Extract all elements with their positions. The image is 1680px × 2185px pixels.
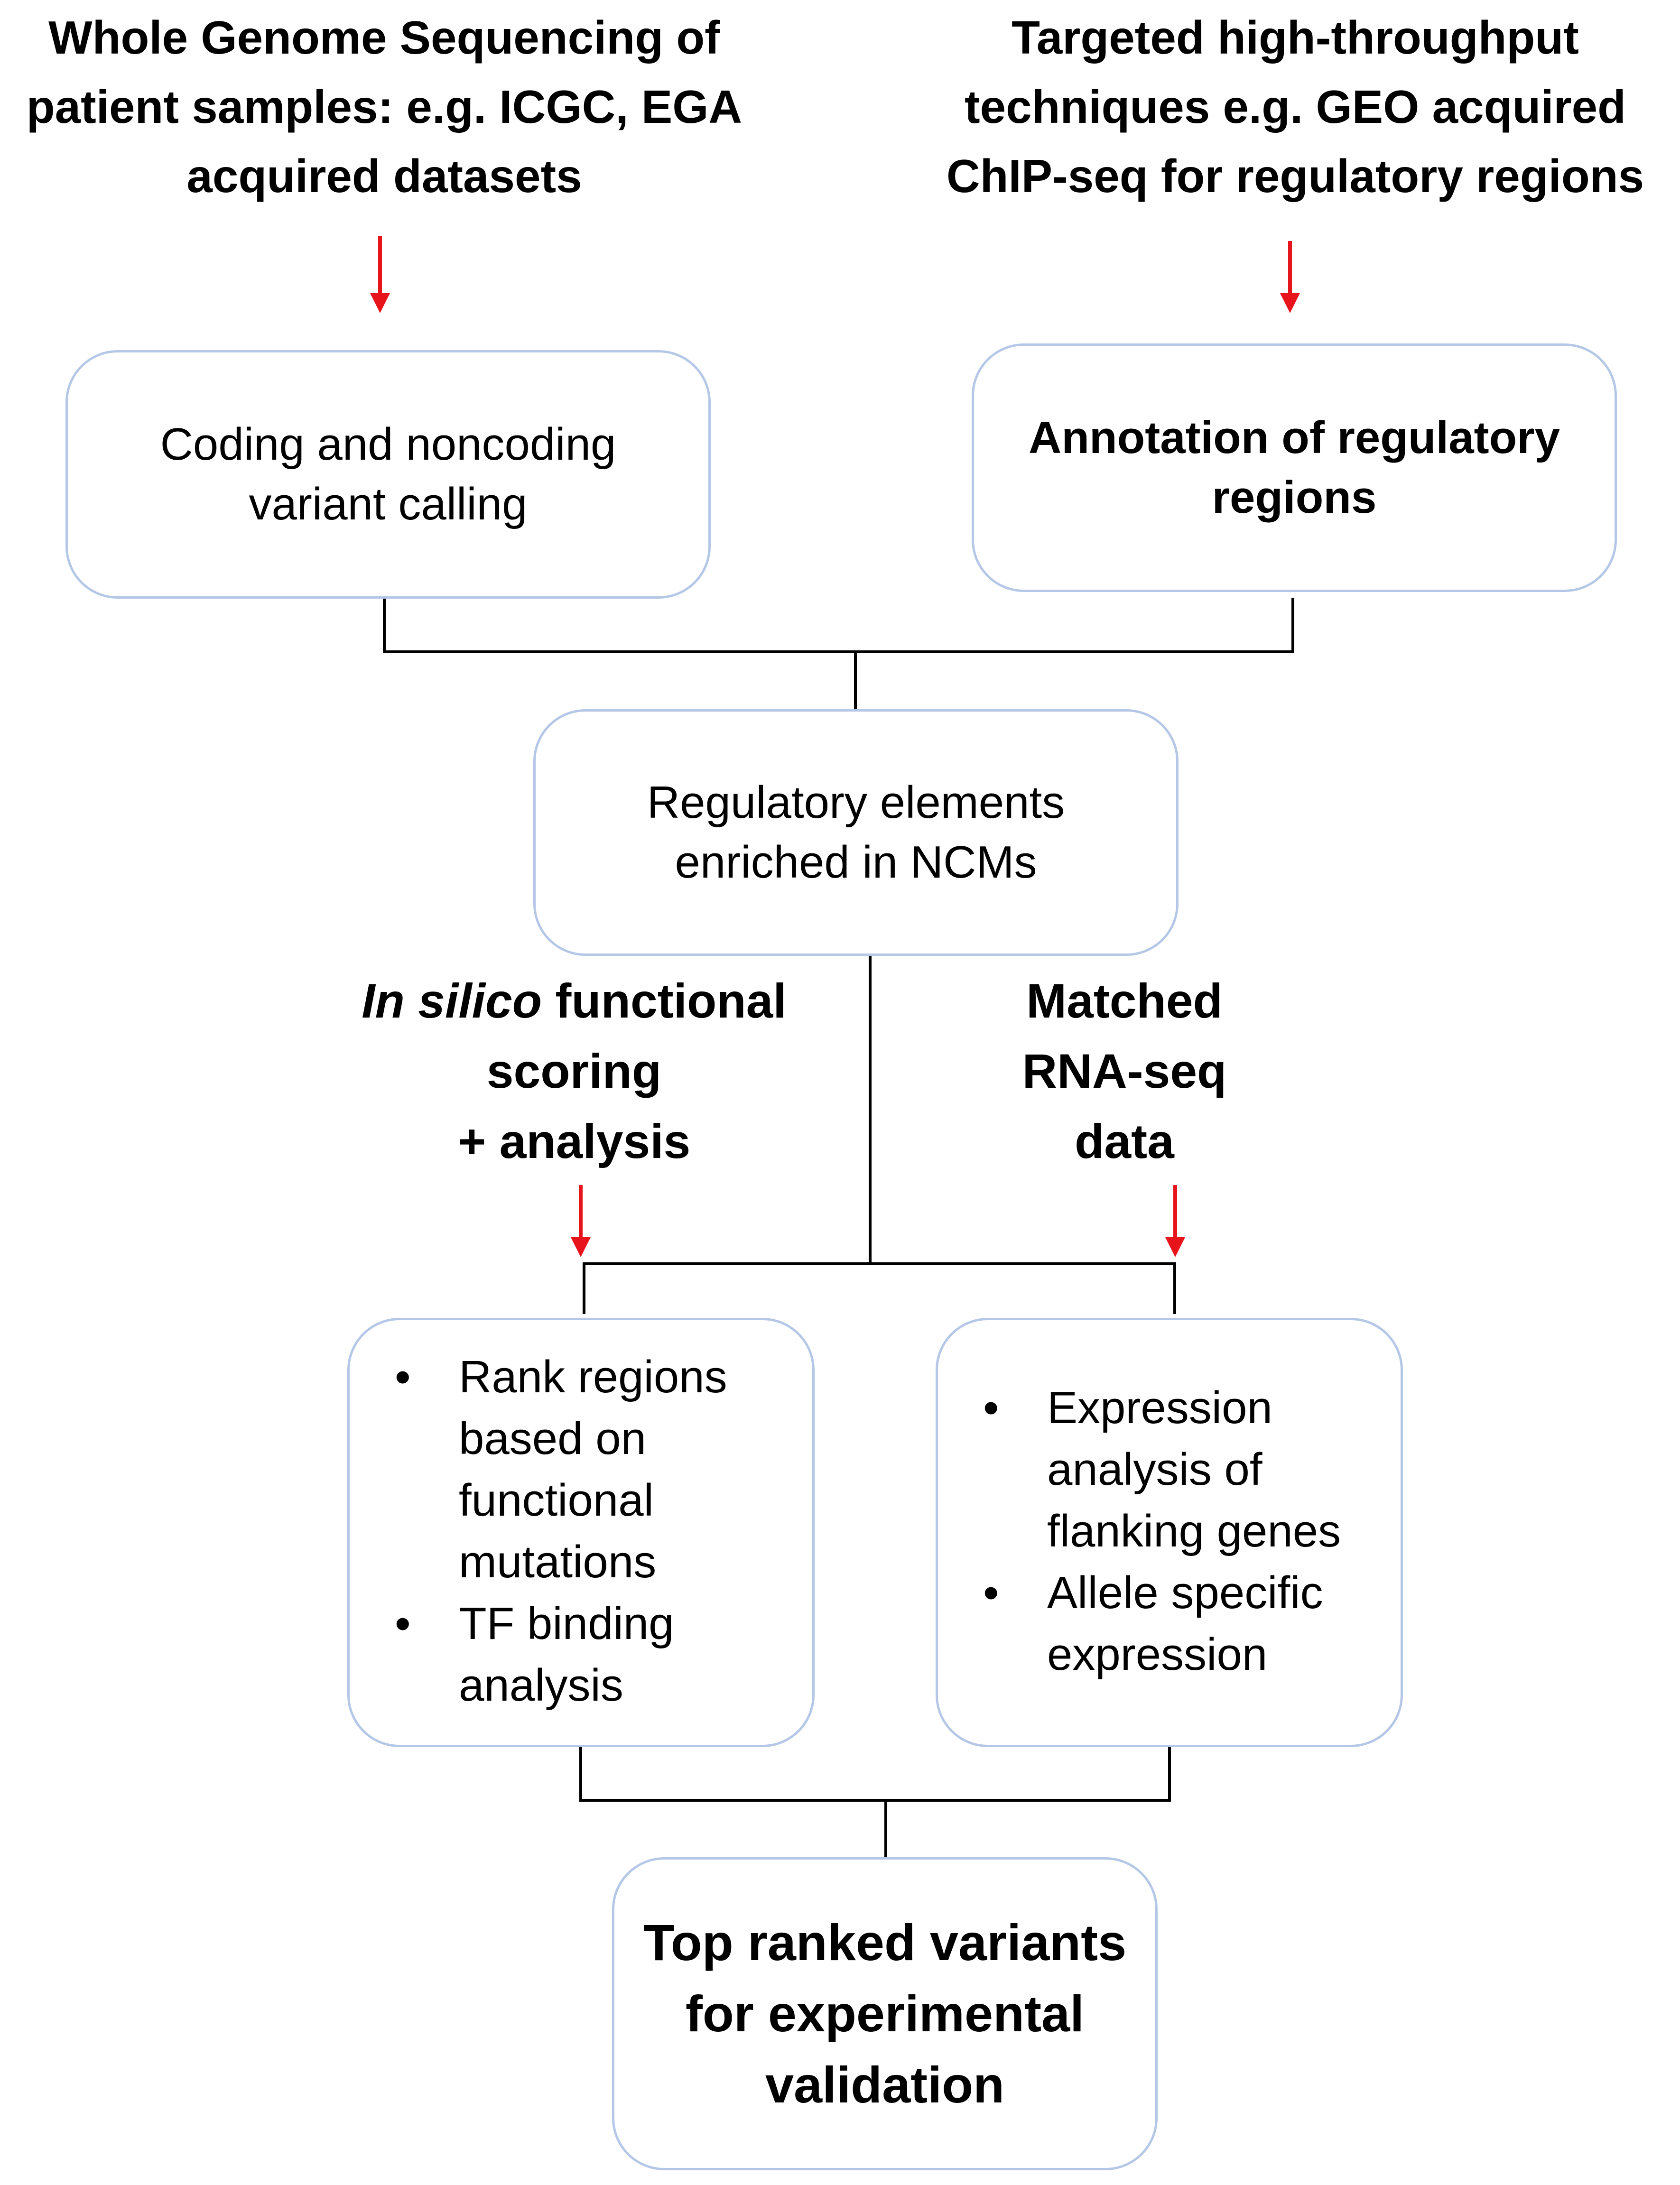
box-regulatory-elements: Regulatory elements enriched in NCMs xyxy=(533,709,1179,956)
list-item-line: analysis of xyxy=(1047,1444,1262,1495)
arrow-right-top xyxy=(1280,241,1300,313)
list-item-line: mutations xyxy=(459,1537,657,1587)
bullet-icon: • xyxy=(395,1352,411,1402)
box-line: Annotation of regulatory xyxy=(1029,412,1560,463)
list-item: • Expression analysis of flanking genes xyxy=(938,1377,1341,1562)
heading-wgs-line: acquired datasets xyxy=(186,150,582,202)
bullet-icon: • xyxy=(983,1382,999,1433)
box-functional-analysis: • Rank regions based on functional mutat… xyxy=(347,1318,815,1747)
list-item: • Allele specific expression xyxy=(938,1562,1341,1685)
list-item-line: analysis xyxy=(459,1660,623,1711)
heading-targeted-line: techniques e.g. GEO acquired xyxy=(964,81,1626,133)
bullet-icon: • xyxy=(395,1598,411,1649)
connector-lines xyxy=(383,598,1294,1857)
list-item-line: Rank regions xyxy=(459,1352,727,1402)
list-item-line: Expression xyxy=(1047,1382,1272,1433)
functional-list: • Rank regions based on functional mutat… xyxy=(350,1346,727,1716)
box-variant-calling-text: Coding and noncoding variant calling xyxy=(160,415,616,534)
heading-wgs-line: patient samples: e.g. ICGC, EGA xyxy=(26,81,743,133)
box-line: regions xyxy=(1212,472,1377,523)
list-item-line: based on xyxy=(459,1413,647,1464)
list-item-line: functional xyxy=(459,1475,654,1526)
label-rna-seq-line: RNA-seq xyxy=(1022,1044,1227,1098)
heading-wgs: Whole Genome Sequencing of patient sampl… xyxy=(0,3,769,211)
box-line: Regulatory elements xyxy=(647,777,1065,828)
heading-targeted: Targeted high-throughput techniques e.g.… xyxy=(911,3,1680,211)
list-item: • Rank regions based on functional mutat… xyxy=(350,1346,727,1593)
merge-connector-bottom xyxy=(579,1747,1171,1802)
box-top-ranked-variants: Top ranked variants for experimental val… xyxy=(612,1857,1158,2170)
label-rna-seq: Matched RNA-seq data xyxy=(935,966,1314,1176)
heading-targeted-line: ChIP-seq for regulatory regions xyxy=(946,150,1644,202)
box-line: validation xyxy=(765,2056,1005,2113)
expression-list: • Expression analysis of flanking genes … xyxy=(938,1377,1341,1685)
arrow-in-silico xyxy=(571,1185,591,1257)
list-item-line: TF binding xyxy=(459,1598,674,1649)
heading-wgs-line: Whole Genome Sequencing of xyxy=(48,11,720,64)
arrow-rna-seq xyxy=(1165,1185,1185,1257)
box-annotation: Annotation of regulatory regions xyxy=(972,343,1617,592)
box-line: Coding and noncoding xyxy=(160,419,616,470)
list-item-line: Allele specific xyxy=(1047,1567,1323,1618)
label-in-silico: In silico functional scoring + analysis xyxy=(266,966,882,1176)
label-in-silico-line1: In silico functional xyxy=(266,966,882,1036)
box-line: for experimental xyxy=(685,1985,1085,2042)
split-connector xyxy=(583,1262,1176,1314)
label-in-silico-rest: functional xyxy=(555,974,787,1028)
heading-targeted-line: Targeted high-throughput xyxy=(1012,11,1579,64)
list-item-line: expression xyxy=(1047,1629,1268,1680)
box-variant-calling: Coding and noncoding variant calling xyxy=(65,350,711,599)
box-line: enriched in NCMs xyxy=(675,837,1037,888)
label-rna-seq-line: Matched xyxy=(1026,974,1223,1028)
red-arrows xyxy=(370,236,1300,1257)
box-regulatory-elements-text: Regulatory elements enriched in NCMs xyxy=(647,773,1065,892)
label-rna-seq-line: data xyxy=(1075,1114,1174,1168)
list-item-line: flanking genes xyxy=(1047,1506,1341,1556)
bullet-icon: • xyxy=(983,1567,999,1618)
merge-connector-top xyxy=(383,598,1294,653)
label-in-silico-italic: In silico xyxy=(362,974,542,1028)
label-in-silico-line3: + analysis xyxy=(457,1114,691,1168)
arrow-left-top xyxy=(370,236,390,313)
box-line: Top ranked variants xyxy=(643,1914,1127,1971)
box-top-ranked-variants-text: Top ranked variants for experimental val… xyxy=(643,1907,1126,2120)
box-annotation-text: Annotation of regulatory regions xyxy=(1029,408,1560,528)
box-line: variant calling xyxy=(249,479,528,529)
box-expression-analysis: • Expression analysis of flanking genes … xyxy=(936,1318,1403,1747)
label-in-silico-line2: scoring xyxy=(486,1044,662,1098)
list-item: • TF binding analysis xyxy=(350,1593,727,1716)
